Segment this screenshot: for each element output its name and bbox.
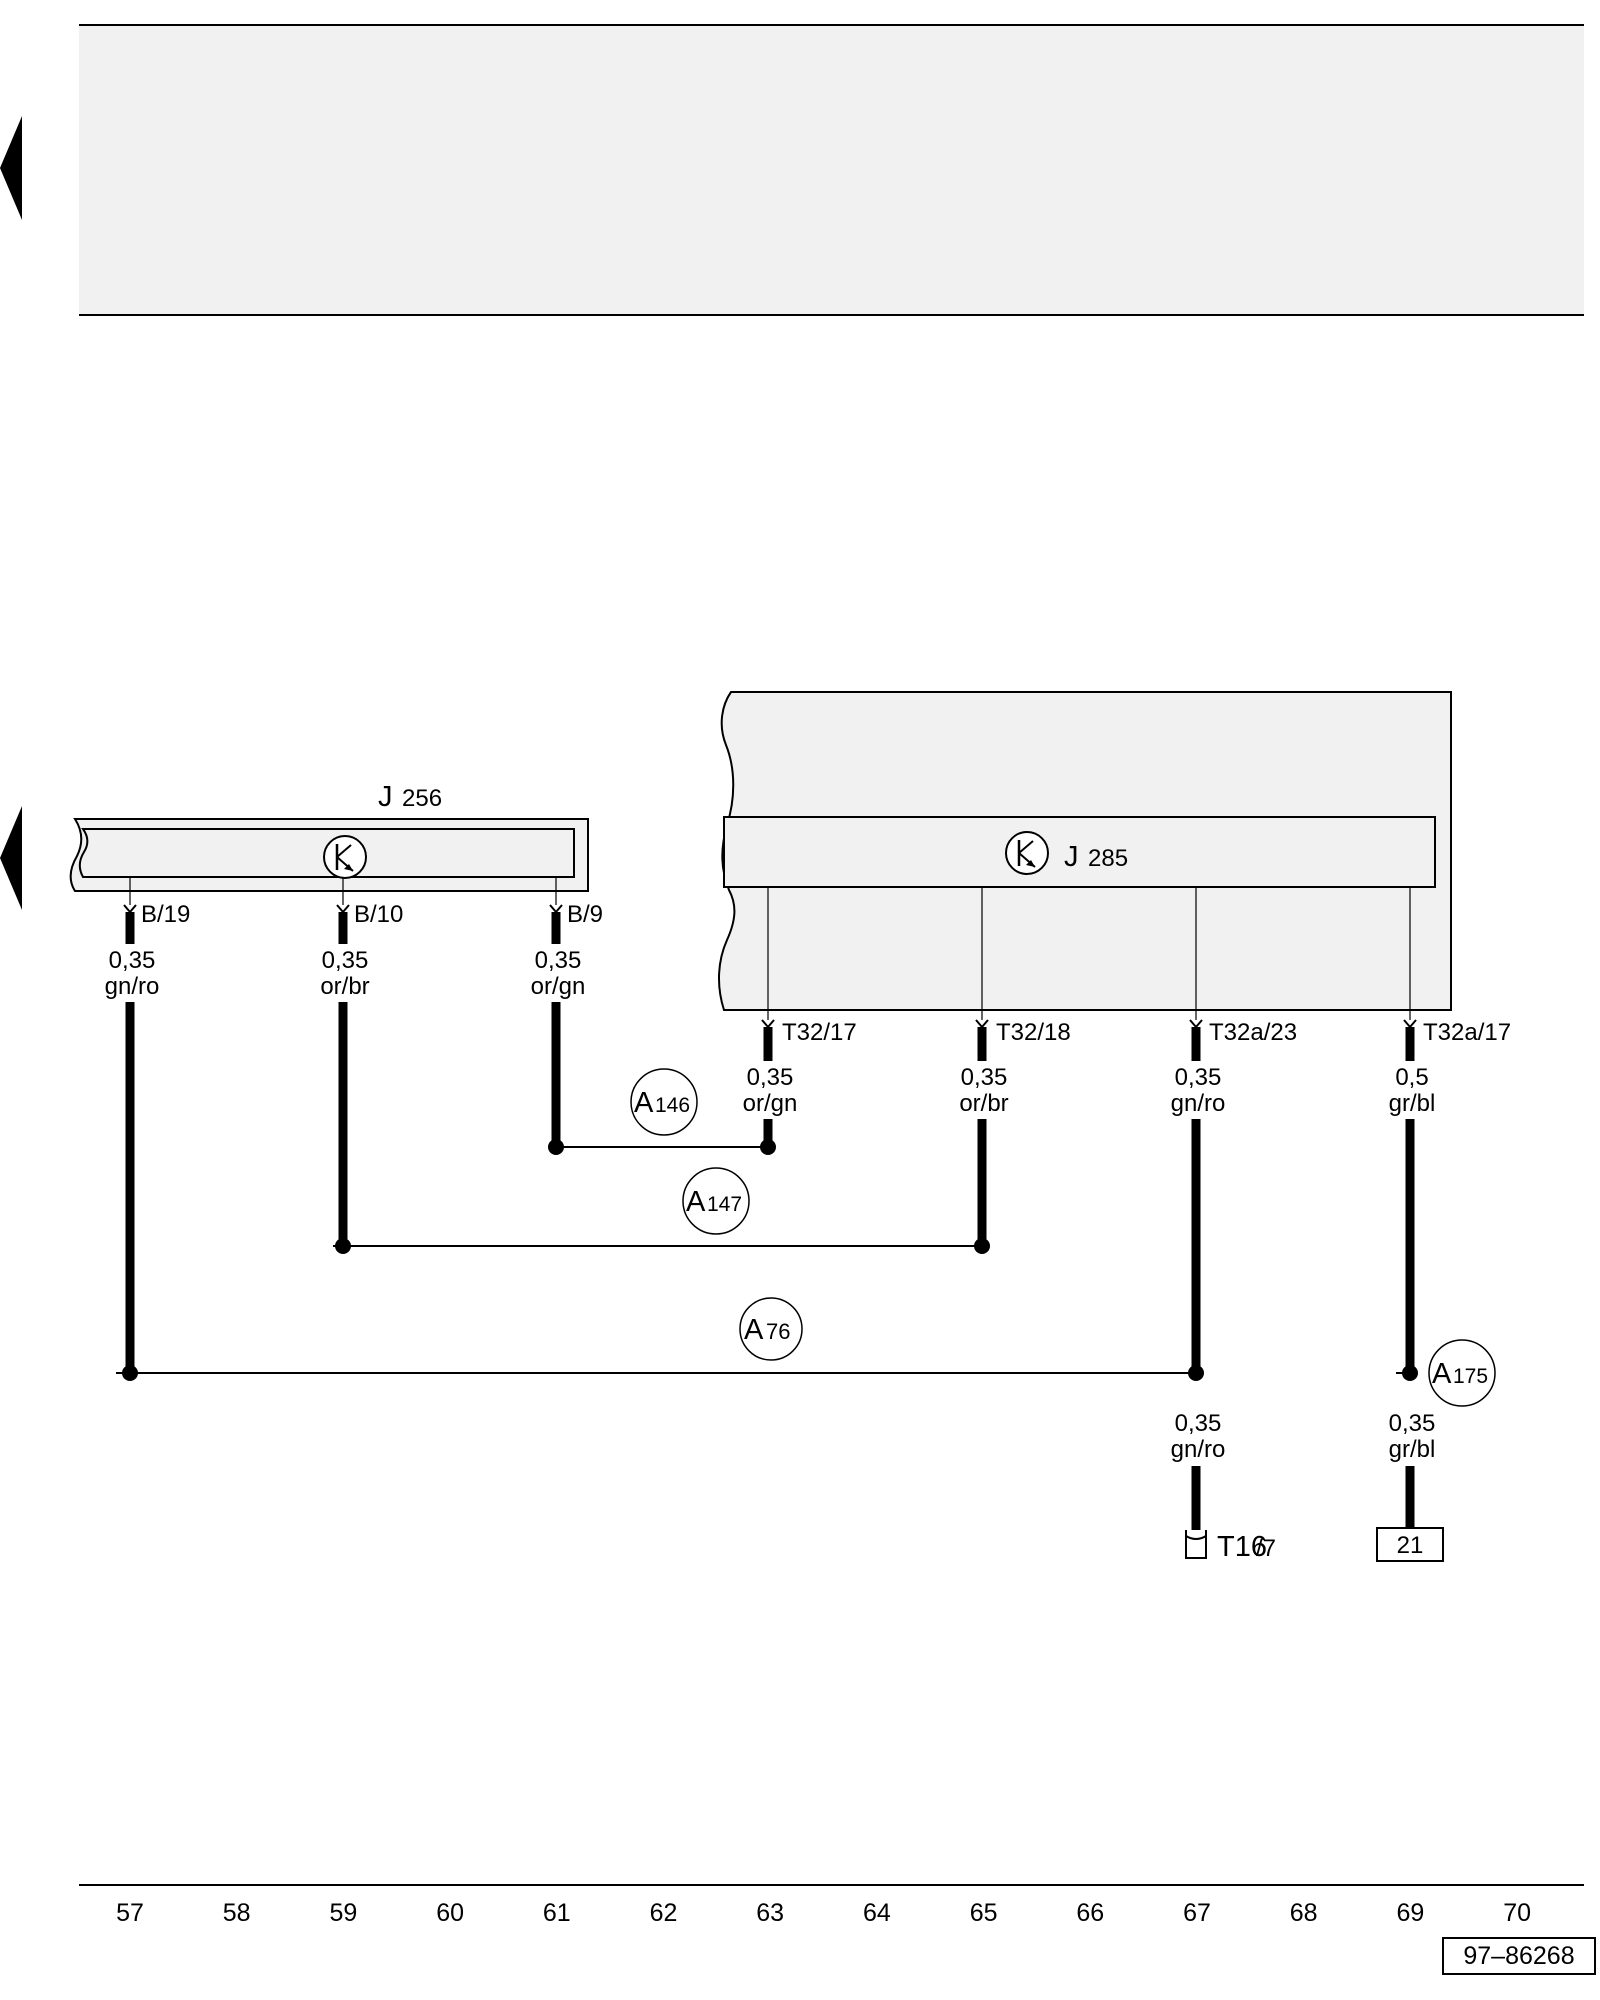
track-number: 67 [1183,1899,1211,1927]
track-number: 63 [756,1899,784,1927]
wire-color-label: gn/ro [1171,1436,1226,1463]
figure-id: 97–86268 [1463,1942,1574,1970]
connection-number: 175 [1453,1365,1488,1388]
wire-size-label: 0,35 [535,947,582,974]
pin-label: B/10 [354,901,403,928]
continuation-arrow-top-icon[interactable] [0,116,22,220]
wire-color-label: gr/bl [1389,1436,1436,1463]
connector-name: T16 [1217,1531,1267,1563]
wire-size-label: 0,35 [322,947,369,974]
wire-size-label: 0,35 [1175,1410,1222,1437]
continuation-arrow-mid-icon[interactable] [0,806,22,910]
pin-chevron-icon [336,904,350,914]
figure-id-box: 97–86268 [1442,1937,1596,1975]
wire-size-label: 0,35 [109,947,156,974]
wire-color-label: or/br [320,973,369,1000]
pin-label: B/9 [567,901,603,928]
wire-size-label: 0,35 [747,1064,794,1091]
connection-letter: A [634,1087,654,1119]
junction-dot [122,1365,138,1381]
wire-size-label: 0,5 [1395,1064,1428,1091]
control-unit-j256[interactable]: J 256 [69,781,589,905]
control-unit-j285[interactable]: J 285 [717,691,1452,1020]
junction-dot [760,1139,776,1155]
reference-box-21[interactable]: 21 [1376,1527,1444,1562]
junction-dot [548,1139,564,1155]
track-number: 58 [223,1899,251,1927]
pin-chevron-icon [549,904,563,914]
pin-label: T32/18 [996,1019,1071,1046]
track-number: 66 [1076,1899,1104,1927]
pin-label: T32a/17 [1423,1019,1511,1046]
j256-letter: J [378,781,393,813]
pin-chevron-icon [123,904,137,914]
wire-size-label: 0,35 [1175,1064,1222,1091]
track-number: 65 [970,1899,998,1927]
connection-lines [116,1146,1410,1374]
junction-dot [1402,1365,1418,1381]
j285-letter: J [1064,841,1079,873]
track-number: 59 [329,1899,357,1927]
wire-color-label: or/br [959,1090,1008,1117]
pin-chevron-icon [761,1019,775,1029]
connection-letter: A [686,1186,706,1218]
pin-chevron-icon [975,1019,989,1029]
wire-size-label: 0,35 [961,1064,1008,1091]
connection-letter: A [1432,1358,1452,1390]
junction-dots [122,1139,1418,1381]
track-number: 60 [436,1899,464,1927]
connector-pin: /7 [1256,1535,1276,1562]
connection-number: 146 [655,1094,690,1117]
j285-number: 285 [1088,845,1128,872]
track-number: 57 [116,1899,144,1927]
connection-a175[interactable]: A 175 [1428,1339,1496,1407]
connection-number: 76 [766,1319,790,1344]
wire-color-label: gr/bl [1389,1090,1436,1117]
j256-number: 256 [402,785,442,812]
track-number: 70 [1503,1899,1531,1927]
junction-dot [974,1238,990,1254]
transistor-symbol-icon [1005,831,1049,875]
junction-dot [1188,1365,1204,1381]
junction-dot [335,1238,351,1254]
track-number-row: 57 58 59 60 61 62 63 64 65 66 67 68 69 70 [116,1899,1531,1927]
wire-size-label: 0,35 [1389,1410,1436,1437]
track-number: 69 [1396,1899,1424,1927]
connection-a147[interactable]: A 147 [682,1167,750,1235]
pin-chevron-icon [1189,1019,1203,1029]
pin-label: T32/17 [782,1019,857,1046]
track-number: 64 [863,1899,891,1927]
connection-a146[interactable]: A 146 [630,1068,698,1136]
wire-color-label: gn/ro [105,973,160,1000]
wire-color-label: gn/ro [1171,1090,1226,1117]
pin-label: T32a/23 [1209,1019,1297,1046]
pin-label: B/19 [141,901,190,928]
connector-t16[interactable]: T16 /7 [1185,1530,1276,1563]
reference-number: 21 [1397,1532,1424,1559]
wires [125,912,1415,1530]
connection-a76[interactable]: A 76 [739,1297,803,1361]
connection-letter: A [744,1314,764,1346]
track-number: 61 [543,1899,571,1927]
plug-connector-icon [1185,1530,1207,1559]
connection-number: 147 [707,1193,742,1216]
pin-chevron-icon [1403,1019,1417,1029]
header-band [79,25,1584,315]
wire-color-label: or/gn [743,1090,798,1117]
j285-inner-box [723,816,1436,888]
track-number: 62 [650,1899,678,1927]
track-number: 68 [1290,1899,1318,1927]
transistor-symbol-icon [323,835,367,879]
wire-color-label: or/gn [531,973,586,1000]
